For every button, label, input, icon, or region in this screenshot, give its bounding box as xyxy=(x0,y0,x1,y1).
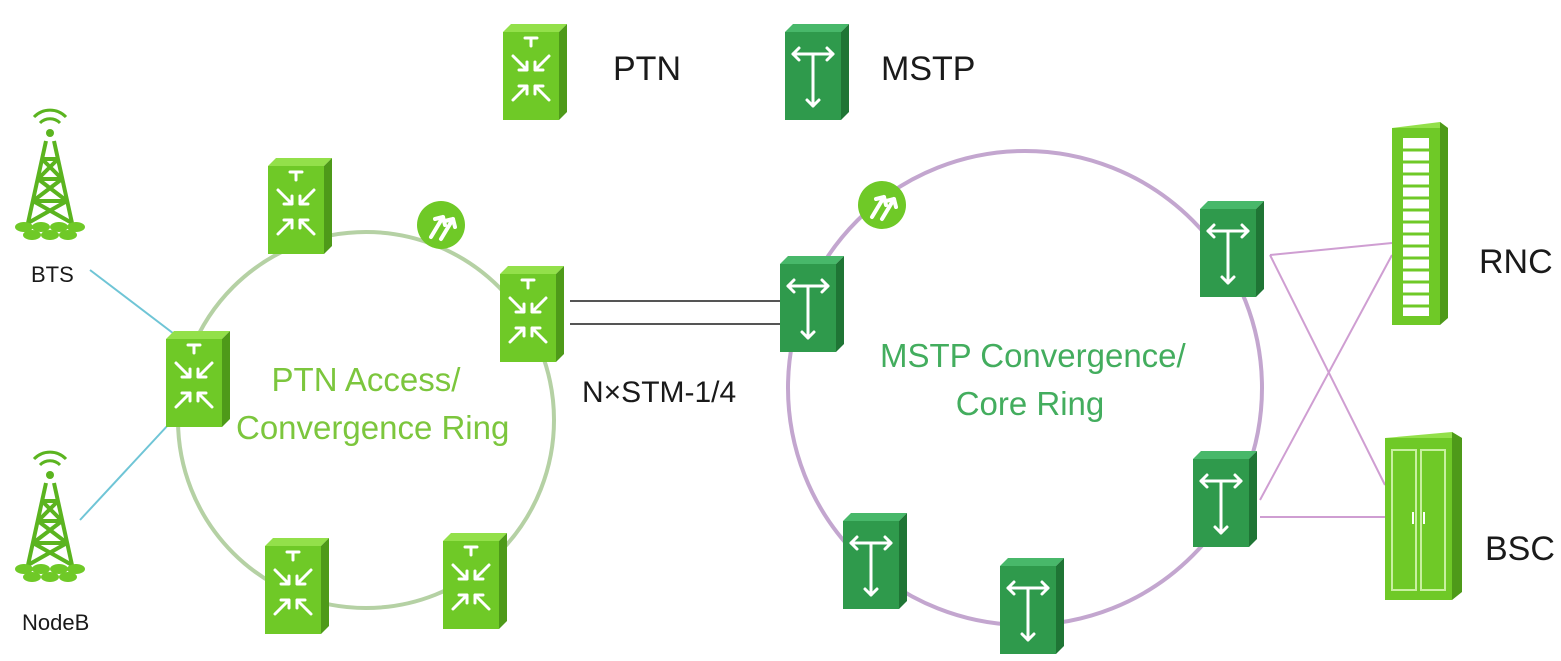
rnc-label: RNC xyxy=(1479,243,1553,281)
ptn-node-bottom-left xyxy=(263,536,331,636)
mstp-node-bottom xyxy=(998,556,1066,656)
nodeb-antenna-tower-icon xyxy=(13,450,87,584)
ptn-node-bottom-right xyxy=(441,531,509,631)
legend-ptn-icon xyxy=(501,22,569,122)
mstp-router-icon xyxy=(856,179,908,231)
bts-antenna-tower-icon xyxy=(13,108,87,242)
mstp-node-bottom-left xyxy=(841,511,909,611)
ptn-ring-label-line2: Convergence Ring xyxy=(236,409,510,446)
nodeb-access-link xyxy=(79,409,183,521)
mstp-ring-label-line1: MSTP Convergence/ xyxy=(880,337,1186,374)
ptn-ring-label-line1: PTN Access/ xyxy=(271,361,461,398)
mstp-ring-label: MSTP Convergence/ Core Ring xyxy=(880,332,1186,428)
rnc-rack-icon xyxy=(1392,122,1448,325)
core-link-1 xyxy=(1269,242,1393,256)
bsc-label: BSC xyxy=(1485,530,1555,568)
nodeb-label: NodeB xyxy=(22,610,90,635)
ptn-node-right xyxy=(498,264,566,364)
ptn-node-left xyxy=(164,329,232,429)
core-link-2 xyxy=(1269,254,1386,486)
ptn-node-top xyxy=(266,156,334,256)
legend-ptn-label: PTN xyxy=(613,50,681,88)
ptn-router-icon xyxy=(415,199,467,251)
bsc-cabinet-icon xyxy=(1385,432,1462,600)
stm-link-label: N×STM-1/4 xyxy=(582,376,737,409)
legend-mstp-icon xyxy=(783,22,851,122)
core-link-3 xyxy=(1259,254,1393,501)
mstp-node-bottom-right xyxy=(1191,449,1259,549)
bts-label: BTS xyxy=(31,262,74,287)
ptn-ring-label: PTN Access/ Convergence Ring xyxy=(236,356,510,452)
legend-mstp-label: MSTP xyxy=(881,50,976,88)
mstp-node-top-right xyxy=(1198,199,1266,299)
bts-access-link xyxy=(89,269,183,341)
mstp-ring-label-line2: Core Ring xyxy=(955,385,1105,422)
mstp-node-left xyxy=(778,254,846,354)
